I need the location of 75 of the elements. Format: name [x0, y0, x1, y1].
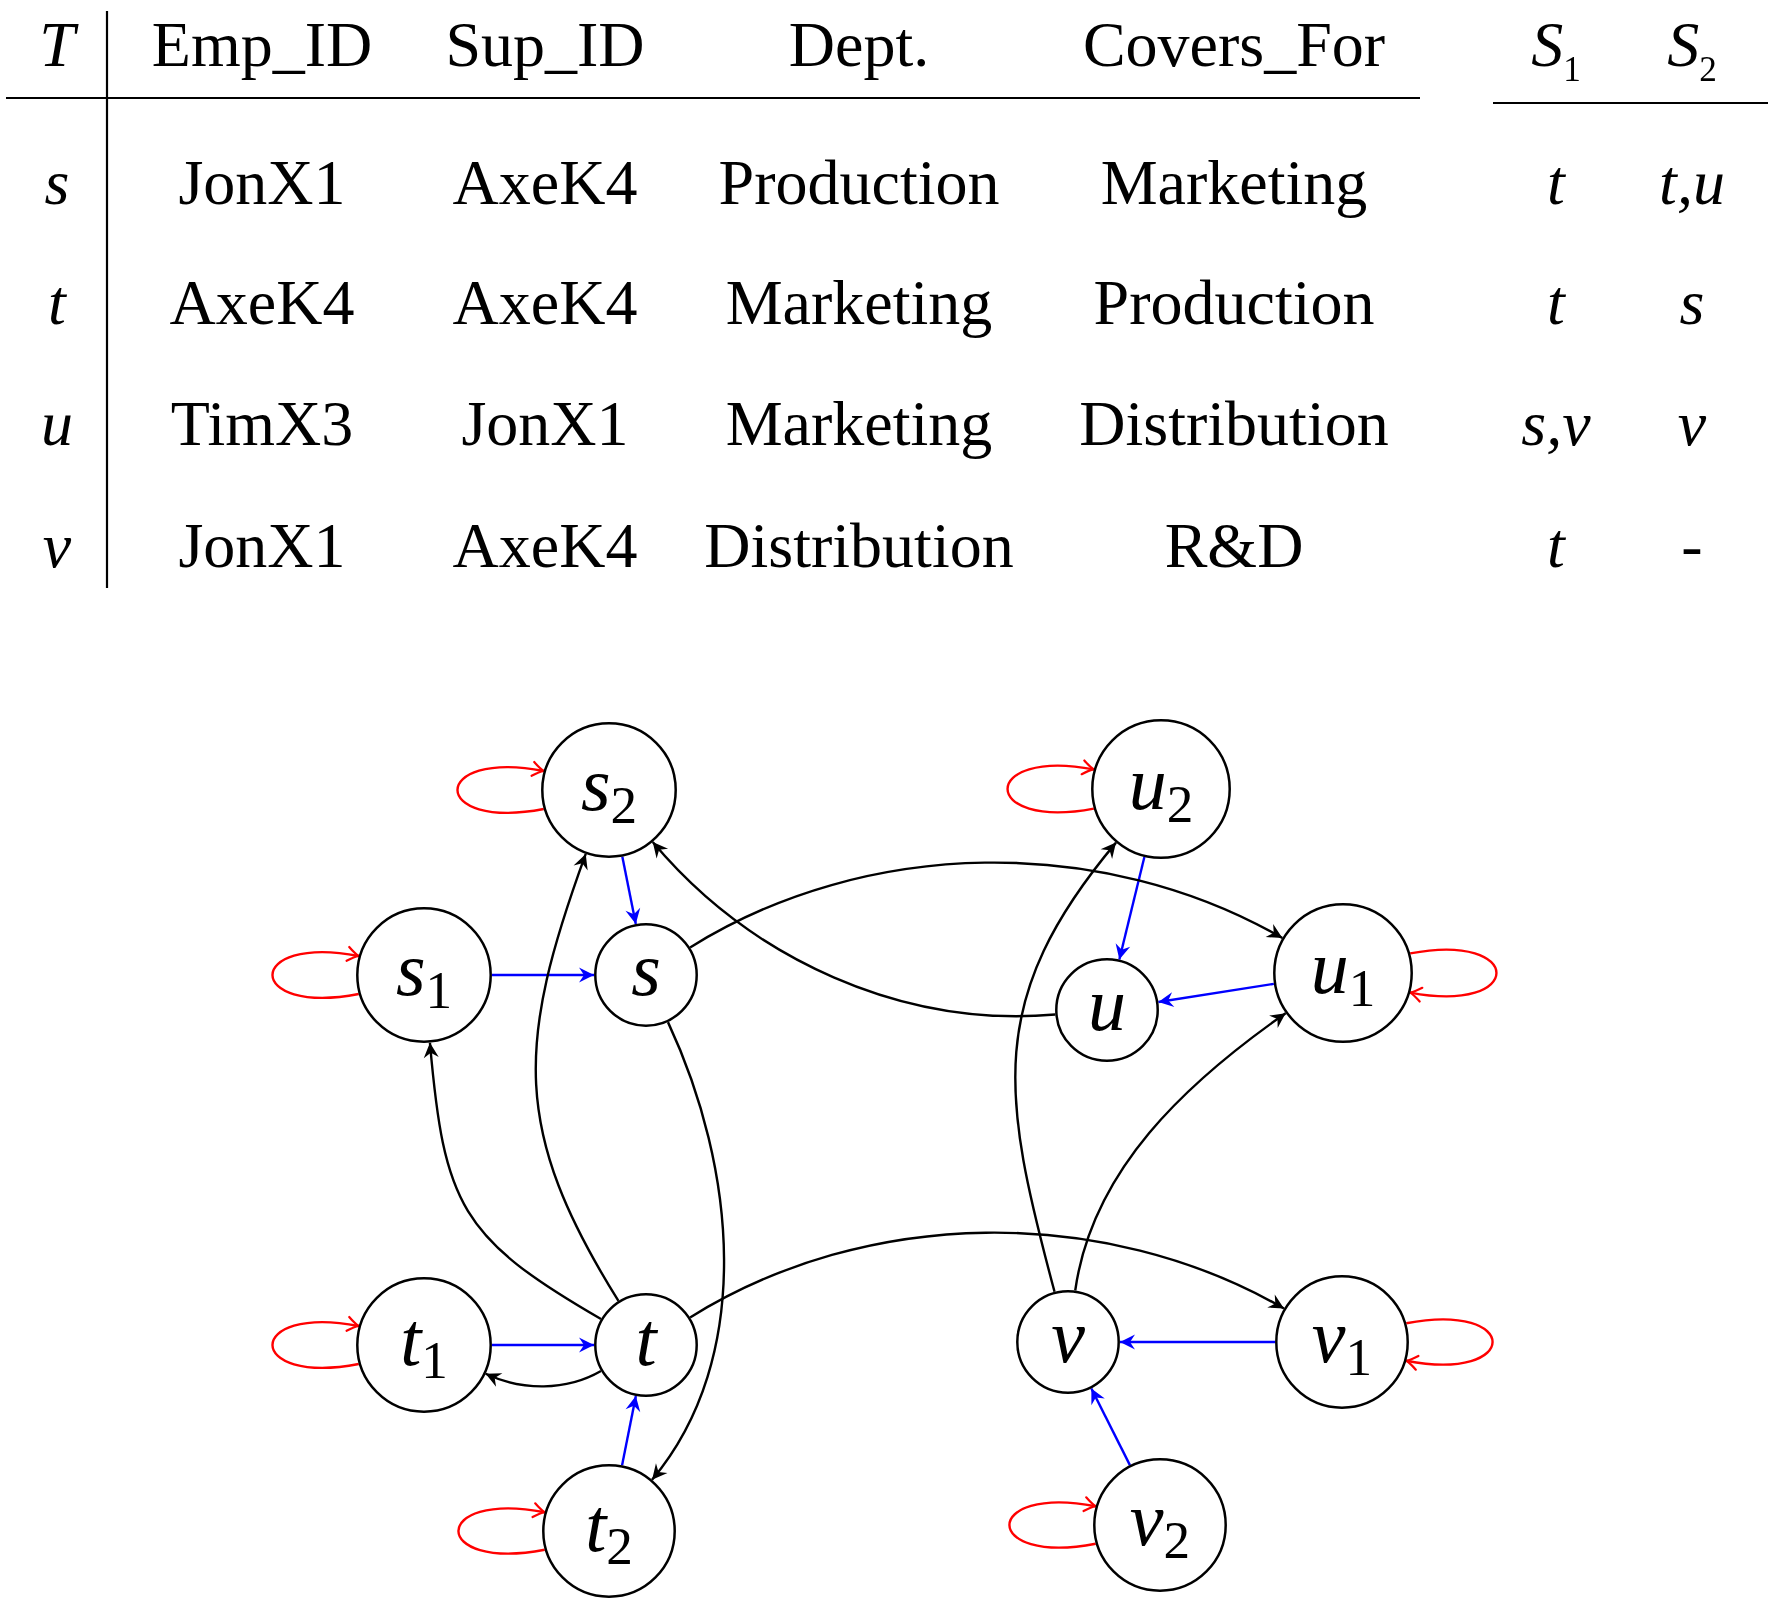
arrow: [1158, 982, 1275, 1008]
node-label: v: [1051, 1293, 1085, 1381]
column-header: S$_{2}$: [1667, 7, 1717, 84]
arrow: [651, 841, 1056, 1018]
node-label: t$_{1}$: [400, 1296, 448, 1386]
row-label: t: [48, 265, 66, 340]
table-value: s: [1679, 265, 1705, 340]
table-value: t: [1547, 508, 1565, 583]
node-label: u$_{1}$: [1310, 924, 1376, 1014]
table-value: t: [1547, 265, 1565, 340]
node-label: s$_{1}$: [395, 926, 453, 1016]
column-header: S$_{1}$: [1531, 7, 1581, 84]
table-value: Marketing: [1100, 145, 1368, 220]
state-circle: [1275, 1275, 1409, 1409]
arrow: [689, 861, 1283, 949]
column-header: Sup_ID: [445, 7, 645, 82]
table-value: Production: [718, 145, 1000, 220]
table-value: t: [1547, 145, 1565, 220]
table-value: Marketing: [725, 265, 993, 340]
node-label: t$_{2}$: [585, 1482, 633, 1572]
table-value: JonX1: [178, 145, 346, 220]
row-label: v: [42, 508, 72, 583]
arrow: [1074, 1012, 1287, 1291]
state-circle: [356, 1277, 492, 1413]
node-label: v$_{1}$: [1311, 1293, 1373, 1383]
arrow: [485, 1369, 602, 1388]
table-value: AxeK4: [452, 265, 638, 340]
arrow: [620, 1395, 641, 1466]
state-circle: [1055, 958, 1159, 1062]
node-label: u: [1088, 961, 1126, 1049]
arrow: [534, 853, 620, 1302]
table-value: TimX3: [170, 386, 354, 461]
arrow: [492, 967, 594, 983]
column-header: Emp_ID: [151, 7, 373, 82]
arrow: [1120, 1334, 1275, 1350]
arrow: [1014, 841, 1117, 1293]
table-value: JonX1: [178, 508, 346, 583]
row-label: s: [44, 145, 70, 220]
table-value: Production: [1093, 265, 1375, 340]
state-circle: [594, 1293, 698, 1397]
table-value: s,v: [1521, 386, 1591, 461]
node-label: t: [635, 1296, 657, 1384]
table-value: AxeK4: [452, 508, 638, 583]
arrow: [492, 1337, 594, 1353]
table-value: Marketing: [725, 386, 993, 461]
arrow: [1090, 1387, 1131, 1466]
node-label: v$_{2}$: [1129, 1476, 1191, 1566]
column-header: Dept.: [788, 7, 930, 82]
arrow: [621, 856, 641, 925]
state-circle: [542, 1464, 676, 1598]
node-label: s$_{2}$: [580, 741, 638, 831]
state-circle: [356, 907, 492, 1043]
state-circle: [594, 923, 698, 1027]
table-value: R&D: [1164, 508, 1304, 583]
arrow: [689, 1231, 1285, 1319]
table-value: Distribution: [704, 508, 1014, 583]
state-circle: [1016, 1290, 1120, 1394]
column-header: Covers_For: [1082, 7, 1386, 82]
row-label: u: [41, 386, 73, 461]
state-circle: [1273, 903, 1413, 1043]
table-value: AxeK4: [169, 265, 355, 340]
table-value: JonX1: [461, 386, 629, 461]
state-circle: [1093, 1458, 1227, 1592]
arrow: [1115, 856, 1146, 960]
table-value: -: [1681, 508, 1703, 583]
state-circle: [541, 722, 677, 858]
arrow: [423, 1042, 602, 1321]
arrow: [651, 1021, 726, 1481]
table-value: t,u: [1659, 145, 1725, 220]
table-value: AxeK4: [452, 145, 638, 220]
table-value: Distribution: [1079, 386, 1389, 461]
node-label: s: [631, 926, 661, 1014]
node-label: u$_{2}$: [1128, 740, 1194, 830]
state-circle: [1091, 719, 1231, 859]
table-value: v: [1677, 386, 1707, 461]
